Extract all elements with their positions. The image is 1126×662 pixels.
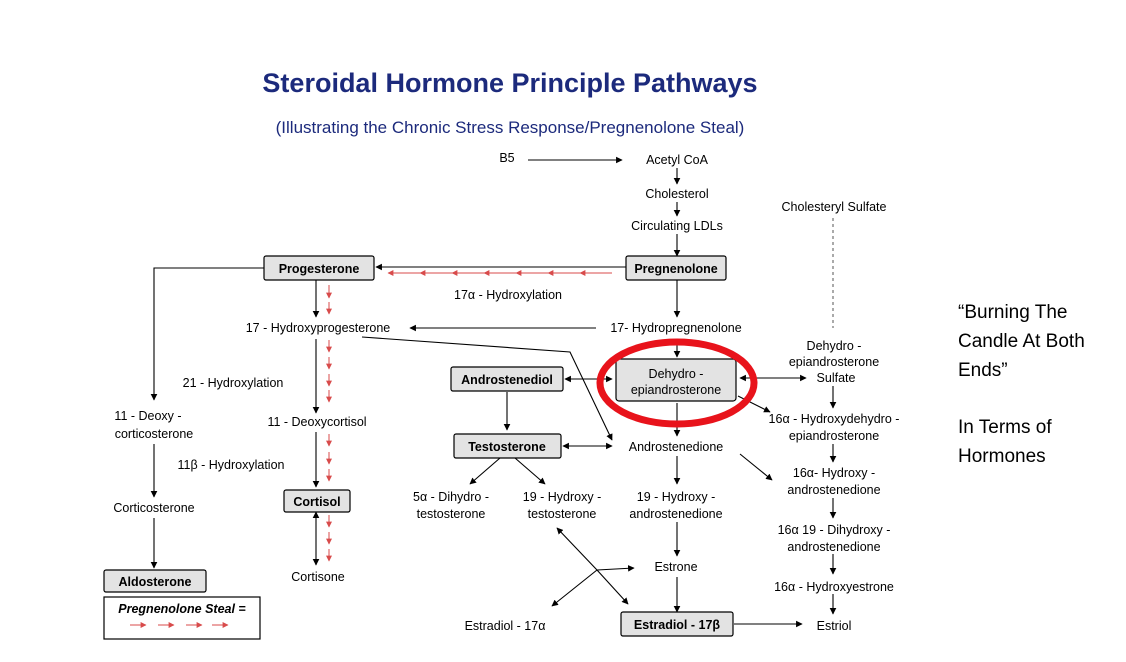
node-cortisone: Cortisone xyxy=(291,570,345,584)
node-aldosterone: Aldosterone xyxy=(103,569,207,593)
node-16a-hydroxydehydroepiandrosterone-line2: epiandrosterone xyxy=(789,429,879,443)
diagram-title: Steroidal Hormone Principle Pathways xyxy=(262,68,757,98)
node-11-deoxycorticosterone-line2: corticosterone xyxy=(115,427,194,441)
node-dhea-sulfate-line1: Dehydro - xyxy=(807,339,862,353)
node-estradiol-17b: Estradiol - 17β xyxy=(620,611,734,637)
node-17-hydropregnenolone: 17- Hydropregnenolone xyxy=(610,321,741,335)
side-quote-line1: “Burning The xyxy=(958,302,1068,323)
node-acetyl-coa: Acetyl CoA xyxy=(646,153,708,167)
side-terms-line2: Hormones xyxy=(958,446,1046,467)
node-testosterone: Testosterone xyxy=(453,433,562,459)
node-cholesterol: Cholesterol xyxy=(645,187,708,201)
node-19-hydroxyandrostenedione-line1: 19 - Hydroxy - xyxy=(637,490,716,504)
node-pregnenolone: Pregnenolone xyxy=(625,255,727,281)
svg-text:Testosterone: Testosterone xyxy=(468,440,546,454)
diagram-subtitle: (Illustrating the Chronic Stress Respons… xyxy=(276,118,745,137)
node-19-hydroxyandrostenedione-line2: androstenedione xyxy=(629,507,722,521)
label-17a-hydroxylation: 17α - Hydroxylation xyxy=(454,288,562,302)
node-dhea: Dehydro - epiandrosterone xyxy=(615,358,737,402)
svg-text:Dehydro -: Dehydro - xyxy=(649,367,704,381)
node-16a-hydroxyandrostenedione-line2: androstenedione xyxy=(787,483,880,497)
svg-text:Estradiol - 17β: Estradiol - 17β xyxy=(634,618,720,632)
node-estrone: Estrone xyxy=(654,560,697,574)
svg-text:Pregnenolone: Pregnenolone xyxy=(634,262,717,276)
node-17-hydroxyprogesterone: 17 - Hydroxyprogesterone xyxy=(246,321,391,335)
node-cortisol: Cortisol xyxy=(283,489,351,513)
node-5a-dihydrotestosterone-line1: 5α - Dihydro - xyxy=(413,490,489,504)
node-11-deoxycorticosterone-line1: 11 - Deoxy - xyxy=(114,409,181,423)
node-androstenedione: Androstenedione xyxy=(629,440,724,454)
legend-pregnenolone-steal: Pregnenolone Steal = xyxy=(103,596,261,640)
node-cholesteryl-sulfate: Cholesteryl Sulfate xyxy=(782,200,887,214)
side-quote-line2: Candle At Both xyxy=(958,331,1085,352)
node-progesterone: Progesterone xyxy=(263,255,375,281)
side-quote-line3: Ends” xyxy=(958,360,1008,381)
node-b5: B5 xyxy=(499,151,514,165)
side-terms-line1: In Terms of xyxy=(958,417,1052,438)
node-16a19-dihydroxyandrostenedione-line1: 16α 19 - Dihydroxy - xyxy=(778,523,891,537)
node-corticosterone: Corticosterone xyxy=(113,501,194,515)
node-estradiol-17a: Estradiol - 17α xyxy=(465,619,546,633)
node-19-hydroxytestosterone-line2: testosterone xyxy=(528,507,597,521)
node-19-hydroxytestosterone-line1: 19 - Hydroxy - xyxy=(523,490,602,504)
svg-text:Aldosterone: Aldosterone xyxy=(119,575,192,589)
side-note: “Burning The Candle At Both Ends” In Ter… xyxy=(958,302,1085,467)
connector-lines xyxy=(150,156,837,628)
svg-text:Progesterone: Progesterone xyxy=(279,262,360,276)
dhea-highlight-circle xyxy=(596,338,758,428)
node-16a-hydroxyandrostenedione-line1: 16α- Hydroxy - xyxy=(793,466,875,480)
legend-label: Pregnenolone Steal = xyxy=(118,602,246,616)
node-dhea-sulfate-line3: Sulfate xyxy=(817,371,856,385)
node-estriol: Estriol xyxy=(817,619,852,633)
svg-text:Cortisol: Cortisol xyxy=(293,495,340,509)
node-dhea-sulfate-line2: epiandrosterone xyxy=(789,355,879,369)
node-androstenediol: Androstenediol xyxy=(450,366,564,392)
node-5a-dihydrotestosterone-line2: testosterone xyxy=(417,507,486,521)
node-circulating-ldls: Circulating LDLs xyxy=(631,219,723,233)
svg-text:epiandrosterone: epiandrosterone xyxy=(631,383,721,397)
node-11-deoxycortisol: 11 - Deoxycortisol xyxy=(267,415,366,429)
label-11b-hydroxylation: 11β - Hydroxylation xyxy=(177,458,284,472)
node-16a-hydroxydehydroepiandrosterone-line1: 16α - Hydroxydehydro - xyxy=(769,412,900,426)
label-21-hydroxylation: 21 - Hydroxylation xyxy=(183,376,284,390)
svg-text:Androstenediol: Androstenediol xyxy=(461,373,553,387)
node-16a19-dihydroxyandrostenedione-line2: androstenedione xyxy=(787,540,880,554)
pregnenolone-steal-arrows xyxy=(326,270,612,562)
node-16a-hydroxyestrone: 16α - Hydroxyestrone xyxy=(774,580,894,594)
